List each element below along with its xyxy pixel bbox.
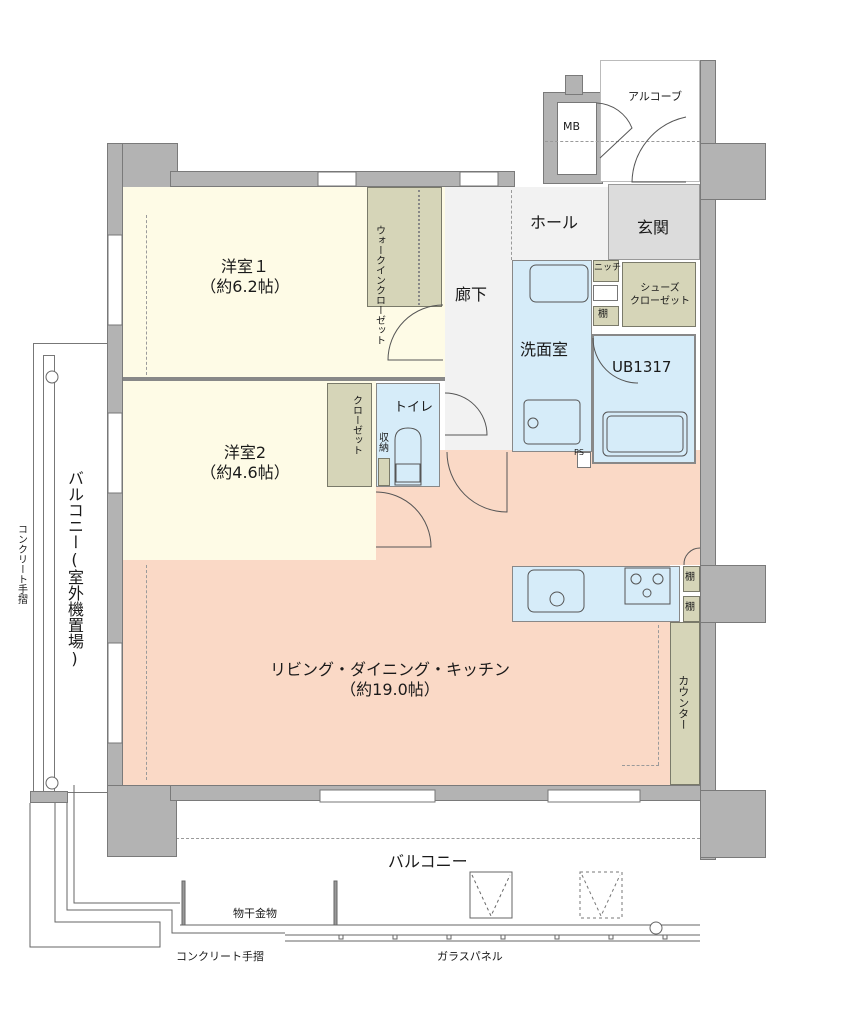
ldk-dash-bottom [622, 765, 659, 766]
balcony-edge-line [176, 838, 700, 839]
bath-label: UB1317 [612, 358, 672, 376]
washroom-label: 洗面室 [520, 340, 569, 359]
toilet-storage [378, 458, 390, 486]
ps-box [577, 452, 591, 468]
closet [327, 383, 372, 487]
walkin-rail [418, 190, 420, 305]
western-room-2-name: 洋室2 [223, 443, 267, 462]
ldk-area: （約19.0帖） [340, 680, 440, 699]
balcony-label: バルコニー [388, 852, 468, 871]
alcove-label: アルコーブ [628, 90, 683, 103]
side-railing-label: コンクリート手摺 [15, 524, 27, 604]
room-divider [123, 377, 445, 381]
side-balcony-label: バルコニー(室外機置場) [65, 470, 84, 668]
shelf-hall [593, 306, 619, 326]
ldk-name: リビング・ダイニング・キッチン [269, 660, 510, 679]
wall-mb-top [565, 75, 583, 95]
kitchen-shelf-1-label: 棚 [685, 572, 695, 583]
western-room-1-label: 洋室１ （約6.2帖） [190, 257, 300, 297]
niche-blank [593, 285, 618, 301]
hall-dash [511, 190, 512, 260]
entrance [608, 184, 700, 260]
closet-label: クローゼット [350, 395, 362, 455]
hallway-label: 廊下 [455, 285, 488, 304]
walkin-closet [367, 187, 442, 307]
wall-right-pillar-mid [700, 565, 766, 623]
hallway [445, 187, 512, 450]
niche-label: ニッチ [594, 263, 622, 273]
western-room-1-area: （約6.2帖） [200, 277, 290, 296]
wall-right [700, 60, 716, 860]
niche [593, 260, 619, 282]
hall [512, 187, 608, 260]
shoe-closet-line2: クローゼット [630, 295, 690, 307]
mb-room [557, 102, 597, 175]
ps-label: PS [574, 448, 584, 457]
wall-right-pillar-top [700, 143, 766, 200]
wall-right-pillar-bottom [700, 790, 766, 858]
bottom-railing-label: コンクリート手摺 [176, 950, 264, 963]
counter-storage [670, 622, 700, 785]
shelf-hall-label: 棚 [598, 309, 608, 320]
entrance-label: 玄関 [637, 218, 670, 237]
window-line-left-1 [146, 215, 147, 375]
ldk-dash-right [658, 625, 659, 765]
western-room-2-label: 洋室2 （約4.6帖） [190, 443, 300, 483]
alcove-line [545, 141, 700, 142]
shoe-closet-line1: シューズ [640, 283, 680, 294]
toilet-storage-label: 収納 [376, 432, 388, 452]
toilet-label: トイレ [394, 400, 434, 415]
alcove-floor [600, 60, 700, 182]
side-balcony-cap [30, 791, 68, 803]
glass-panel-label: ガラスパネル [437, 950, 503, 963]
walkin-closet-label: ウォークインクローゼット [373, 225, 385, 345]
shoe-closet [622, 262, 696, 327]
shoe-closet-label: シューズ クローゼット [626, 283, 694, 308]
wall-bottom-left-block [107, 785, 177, 857]
window-line-left-2 [146, 565, 147, 780]
counter-label: カウンター [676, 675, 690, 730]
ldk-label: リビング・ダイニング・キッチン （約19.0帖） [250, 660, 530, 700]
western-room-1-name: 洋室１ [220, 257, 269, 276]
western-room-2-area: （約4.6帖） [200, 463, 290, 482]
kitchen-shelf-2-label: 棚 [685, 602, 695, 613]
hall-label: ホール [530, 213, 579, 232]
drying-hardware-label: 物干金物 [233, 907, 277, 920]
kitchen-shelf-1 [683, 566, 700, 592]
mb-label: MB [563, 120, 581, 133]
kitchen-shelf-2 [683, 596, 700, 622]
